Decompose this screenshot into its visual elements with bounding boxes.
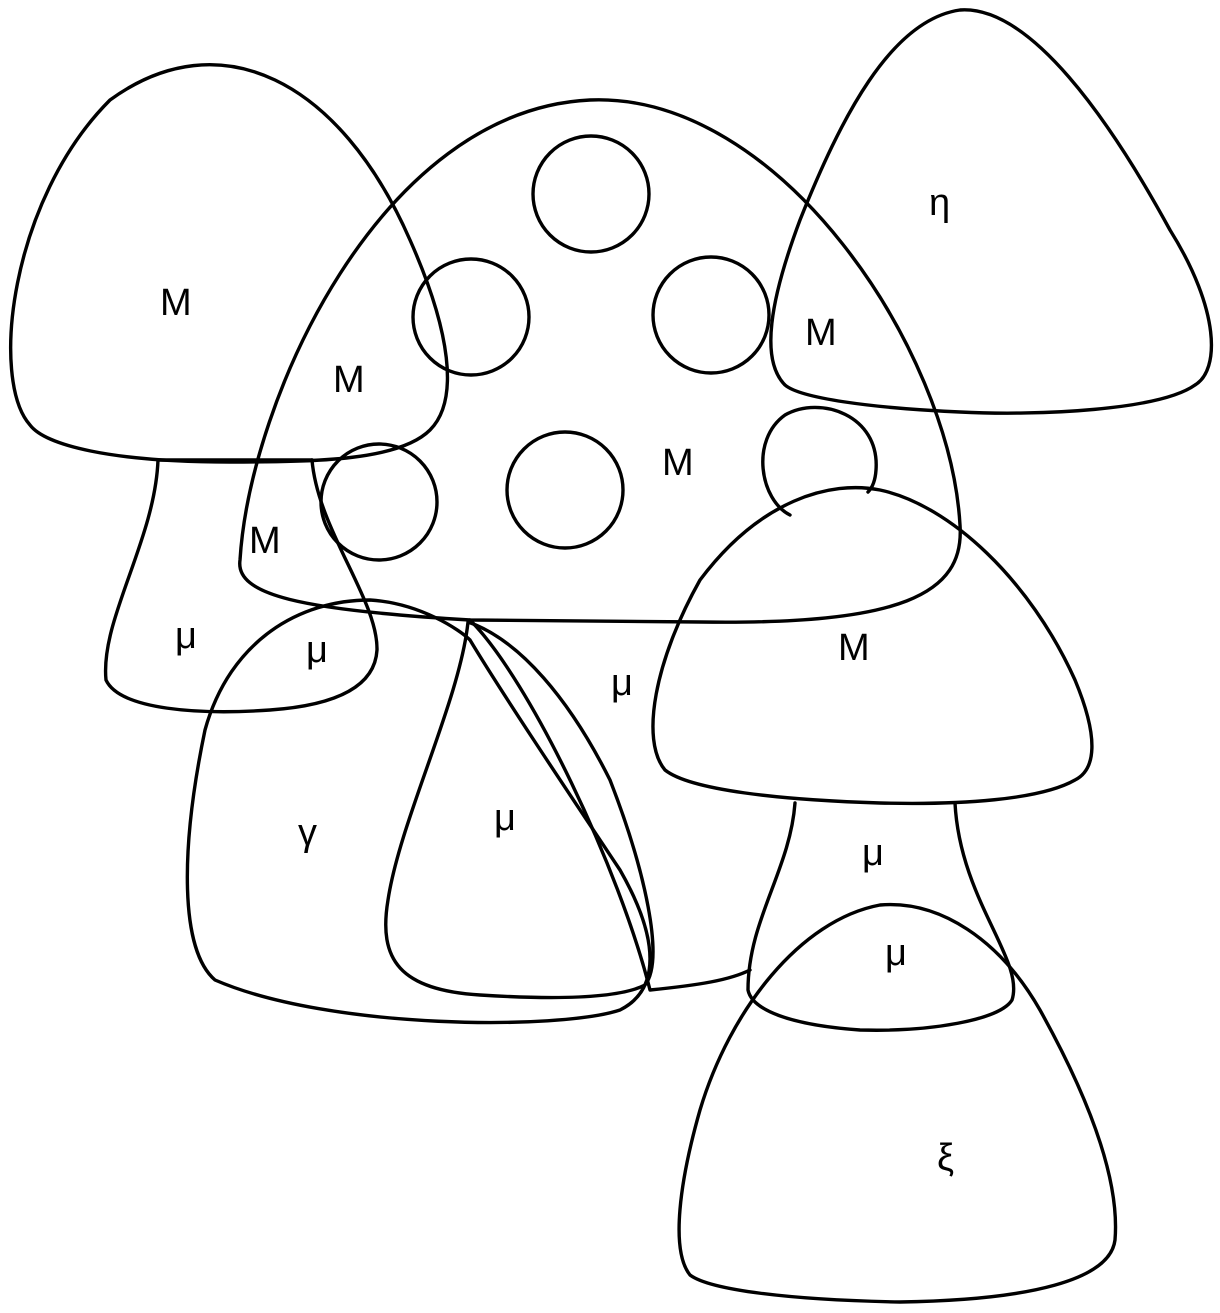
label-lower-right-cap: M: [838, 627, 870, 669]
label-left-cone: γ: [298, 812, 317, 854]
spot-upper-left: [413, 259, 529, 375]
label-center-stem: μ: [611, 662, 633, 704]
label-left-stem-overlap: μ: [306, 629, 328, 671]
spot-upper-right: [653, 257, 769, 373]
label-left-cap: M: [160, 282, 192, 324]
label-left-cap-overlap: M: [333, 359, 365, 401]
spot-lower-middle: [507, 432, 623, 548]
label-lower-right-stem-overlap: μ: [885, 932, 907, 974]
spot-top: [533, 136, 649, 252]
label-bottom-cone: ξ: [937, 1137, 954, 1179]
label-right-cap-overlap: M: [805, 312, 837, 354]
label-center-cap: M: [662, 442, 694, 484]
label-left-stem: μ: [175, 615, 197, 657]
spot-right: [763, 407, 876, 515]
label-left-cap-center-overlap: M: [249, 520, 281, 562]
label-middle-cone: μ: [494, 797, 516, 839]
top-right-cone: [771, 10, 1212, 413]
lower-right-mushroom-cap: [653, 488, 1092, 804]
left-cone: [187, 600, 650, 1022]
label-top-right-cone: η: [929, 182, 950, 224]
left-mushroom-cap: [11, 65, 448, 462]
left-mushroom-stem: [106, 460, 377, 712]
label-lower-right-stem: μ: [862, 832, 884, 874]
